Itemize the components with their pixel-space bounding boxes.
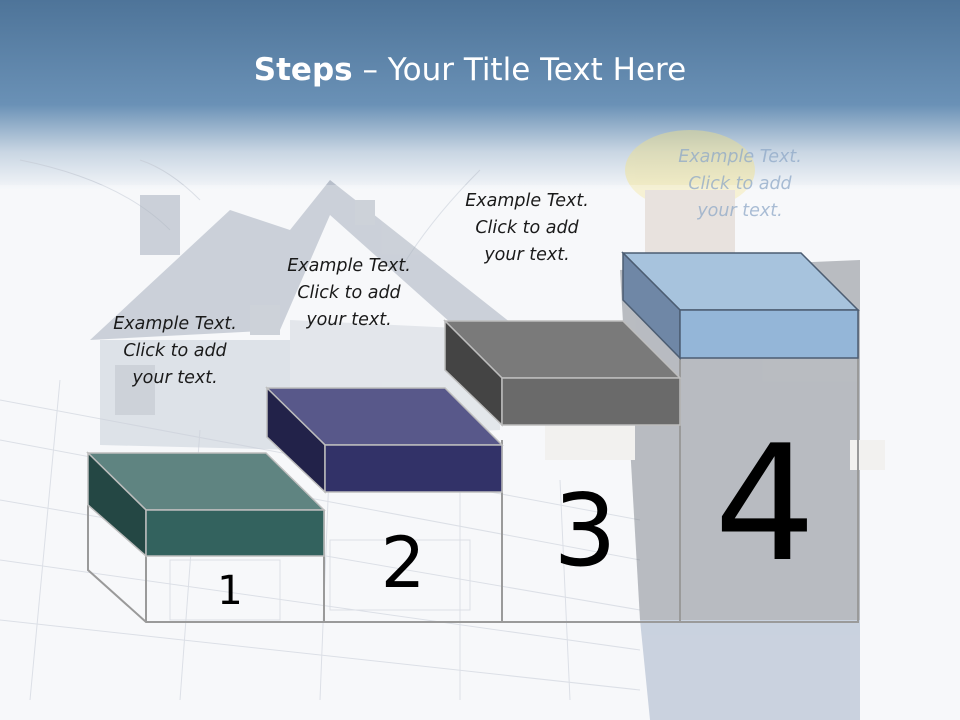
title-rest: – Your Title Text Here	[352, 52, 687, 88]
slide-title[interactable]: Steps – Your Title Text Here	[0, 52, 940, 88]
step-4-number: 4	[714, 410, 816, 597]
step-2-caption[interactable]: Example Text. Click to add your text.	[249, 253, 449, 334]
step-1-caption-line-2: Click to add	[123, 341, 227, 361]
step-3-caption-line-2: Click to add	[475, 218, 579, 238]
step-4-caption-line-2: Click to add	[688, 174, 792, 194]
step-2-caption-line-3: your text.	[306, 310, 392, 330]
step-4-caption-line-3: your text.	[697, 201, 783, 221]
step-1-caption-line-3: your text.	[132, 368, 218, 388]
step-3-caption[interactable]: Example Text. Click to add your text.	[427, 188, 627, 269]
step-4-caption-line-1: Example Text.	[678, 147, 802, 167]
step-2-caption-line-2: Click to add	[297, 283, 401, 303]
step-2-number: 2	[380, 522, 426, 604]
step-3-caption-line-3: your text.	[484, 245, 570, 265]
step-3-number: 3	[553, 472, 617, 589]
step-1-caption-line-1: Example Text.	[113, 314, 237, 334]
step-4-caption[interactable]: Example Text. Click to add your text.	[640, 144, 840, 225]
step-2-caption-line-1: Example Text.	[287, 256, 411, 276]
step-3-caption-line-1: Example Text.	[465, 191, 589, 211]
step-1-number: 1	[217, 568, 243, 614]
title-bold: Steps	[253, 52, 353, 88]
step-1-caption[interactable]: Example Text. Click to add your text.	[75, 311, 275, 392]
